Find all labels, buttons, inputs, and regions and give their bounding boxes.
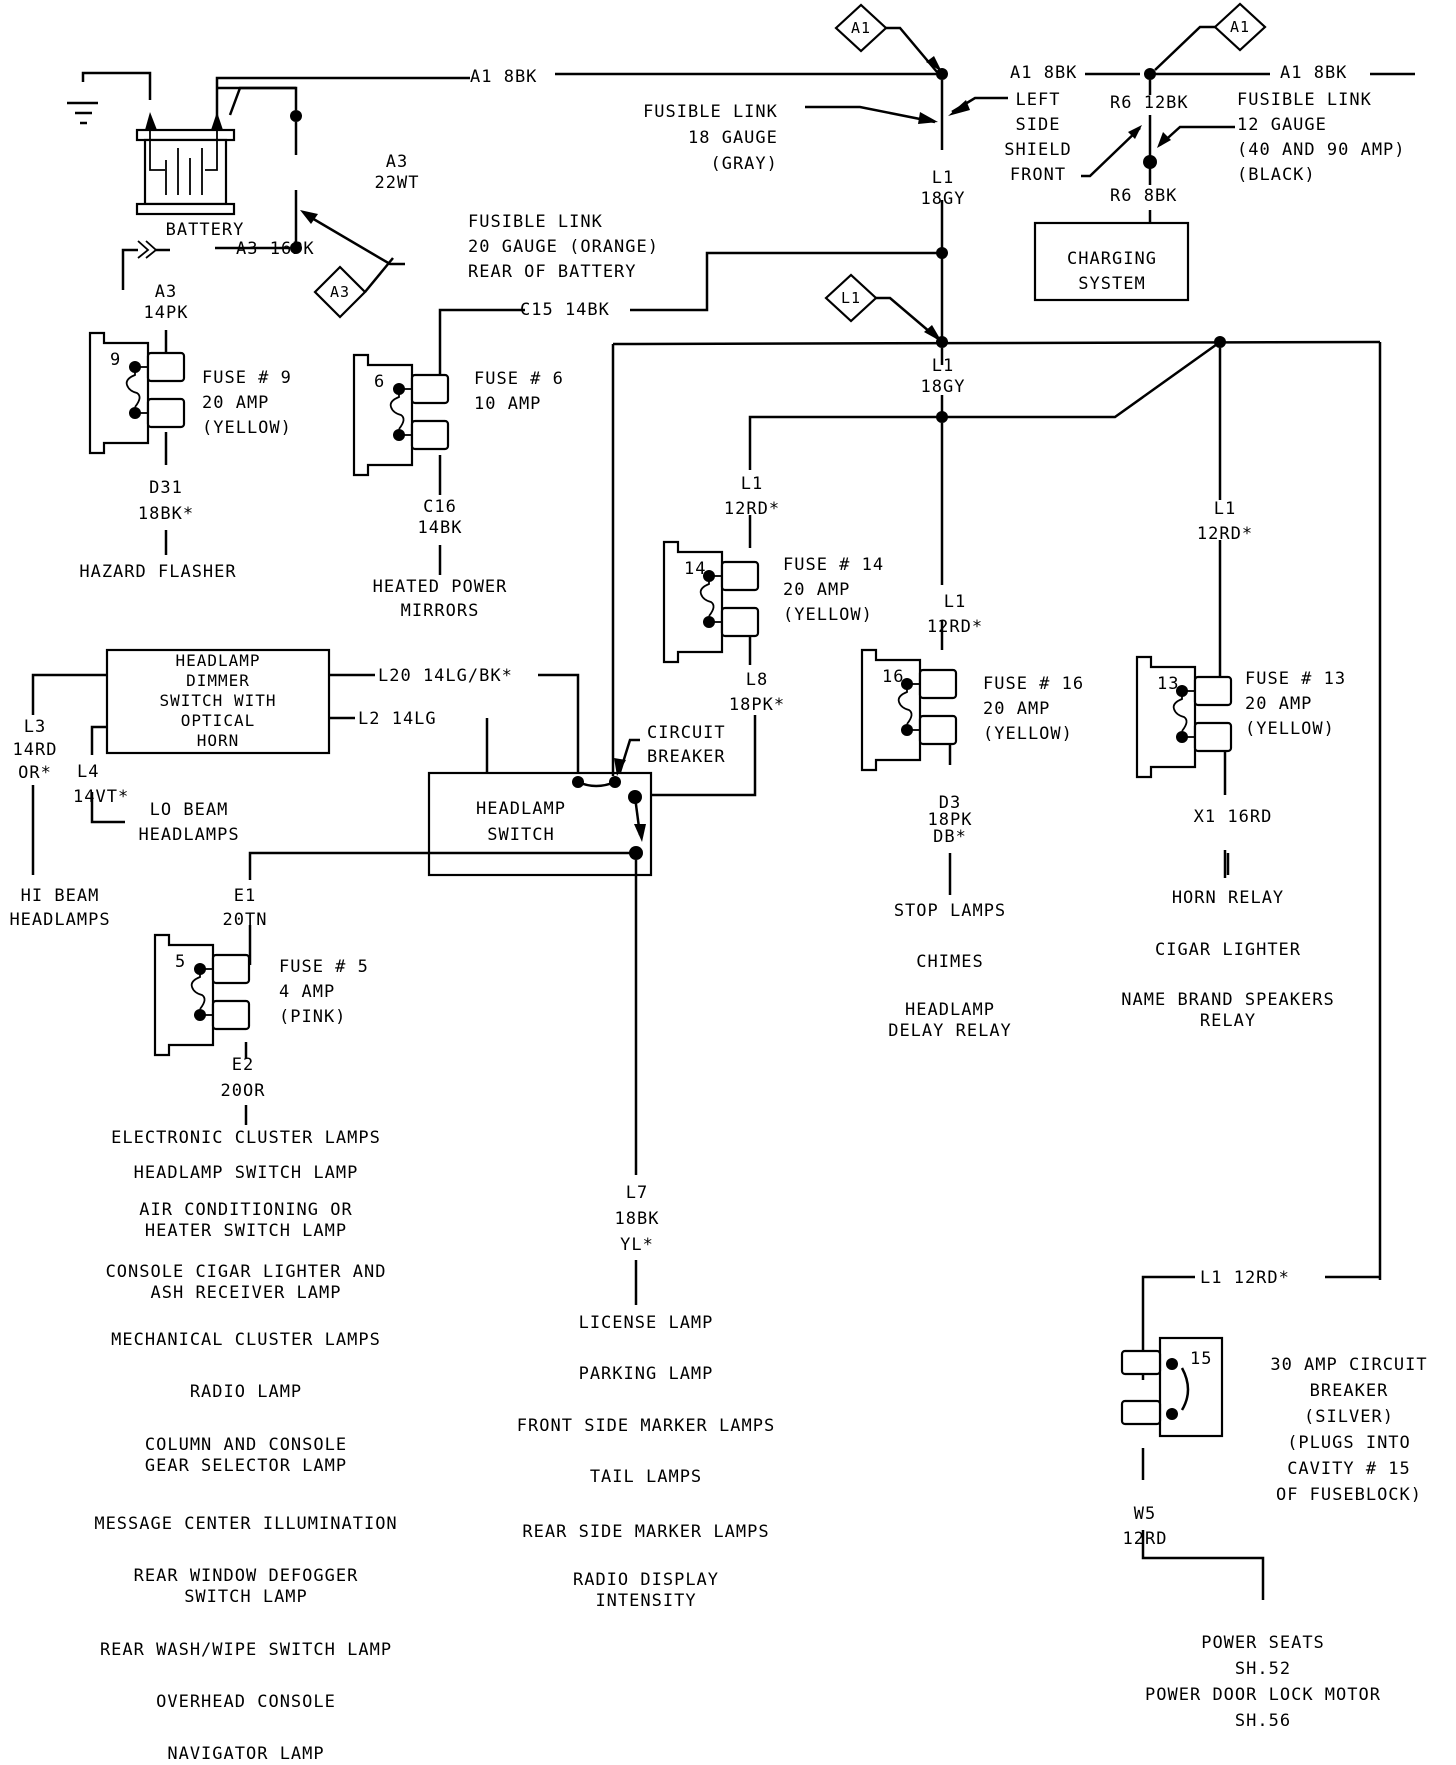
wire-a1-8bk-1: A1 8BK bbox=[470, 67, 538, 87]
connector-a1-right-label: A1 bbox=[1229, 18, 1251, 36]
load-item: REAR SIDE MARKER LAMPS bbox=[522, 1522, 770, 1542]
circuit-breaker-15-cavity-number: 15 bbox=[1190, 1349, 1212, 1369]
load-item: PARKING LAMP bbox=[578, 1364, 714, 1384]
load-item: HORN RELAY bbox=[1171, 888, 1285, 908]
connector-l1-label: L1 bbox=[840, 289, 862, 307]
load-item: NAME BRAND SPEAKERS RELAY bbox=[1121, 990, 1335, 1031]
fuse-9-icon bbox=[88, 331, 186, 455]
load-hazard-flasher: HAZARD FLASHER bbox=[79, 562, 237, 582]
fuse-9-cavity-number: 9 bbox=[110, 350, 121, 370]
wire-l20: L20 14LG/BK* bbox=[378, 666, 513, 686]
load-item: OVERHEAD CONSOLE bbox=[156, 1692, 336, 1712]
connector-a1-left-label: A1 bbox=[850, 19, 872, 37]
fuse-14-icon bbox=[662, 540, 760, 664]
load-item: COLUMN AND CONSOLE GEAR SELECTOR LAMP bbox=[144, 1435, 348, 1476]
fuse-16-cavity-number: 16 bbox=[882, 667, 904, 687]
load-item: RADIO DISPLAY INTENSITY bbox=[572, 1570, 720, 1611]
ground-icon bbox=[67, 71, 152, 125]
wire-c15-14bk: C15 14BK bbox=[520, 300, 610, 320]
wire-r6-12bk: R6 12BK bbox=[1110, 93, 1189, 113]
fuse-6-cavity-number: 6 bbox=[374, 372, 385, 392]
load-item: CONSOLE CIGAR LIGHTER AND ASH RECEIVER L… bbox=[105, 1262, 387, 1303]
fuse-5-icon bbox=[153, 933, 251, 1057]
load-item: LICENSE LAMP bbox=[578, 1313, 714, 1333]
fuse-14-cavity-number: 14 bbox=[684, 559, 706, 579]
load-item: HEADLAMP SWITCH LAMP bbox=[133, 1163, 359, 1183]
fuse-13-cavity-number: 13 bbox=[1157, 674, 1179, 694]
fuse-16-icon bbox=[860, 648, 958, 772]
wire-x1-16rd: X1 16RD bbox=[1193, 807, 1273, 827]
wire-a1-8bk-2: A1 8BK bbox=[1010, 63, 1078, 83]
load-item: MESSAGE CENTER ILLUMINATION bbox=[94, 1514, 398, 1534]
load-item: FRONT SIDE MARKER LAMPS bbox=[516, 1416, 776, 1436]
load-item: CIGAR LIGHTER bbox=[1154, 940, 1302, 960]
load-item: MECHANICAL CLUSTER LAMPS bbox=[111, 1330, 381, 1350]
load-item: REAR WINDOW DEFOGGER SWITCH LAMP bbox=[133, 1566, 359, 1607]
circuit-breaker-15-icon bbox=[1120, 1336, 1224, 1438]
fuse-13-icon bbox=[1135, 655, 1233, 779]
load-item: ELECTRONIC CLUSTER LAMPS bbox=[111, 1128, 381, 1148]
wire-a3-16pk: A3 16PK bbox=[236, 239, 315, 259]
wire-a1-8bk-3: A1 8BK bbox=[1280, 63, 1348, 83]
load-item: AIR CONDITIONING OR HEATER SWITCH LAMP bbox=[139, 1200, 353, 1241]
load-item: RADIO LAMP bbox=[189, 1382, 303, 1402]
load-item: STOP LAMPS bbox=[893, 901, 1007, 921]
wire-l2: L2 14LG bbox=[358, 709, 437, 729]
battery-icon bbox=[135, 112, 236, 216]
load-item: TAIL LAMPS bbox=[589, 1467, 703, 1487]
wire-r6-8bk: R6 8BK bbox=[1110, 186, 1178, 206]
battery-label: BATTERY bbox=[165, 220, 245, 240]
connector-a3 bbox=[313, 257, 394, 319]
load-item: REAR WASH/WIPE SWITCH LAMP bbox=[99, 1640, 393, 1660]
wire-l1-12rd-cb: L1 12RD* bbox=[1200, 1268, 1290, 1288]
fuse-6-icon bbox=[352, 353, 450, 477]
load-item: HEADLAMP DELAY RELAY bbox=[888, 1000, 1012, 1041]
fuse-5-cavity-number: 5 bbox=[175, 952, 186, 972]
load-item: NAVIGATOR LAMP bbox=[167, 1744, 325, 1764]
connector-a3-label: A3 bbox=[329, 283, 351, 301]
load-item: CHIMES bbox=[916, 952, 984, 972]
